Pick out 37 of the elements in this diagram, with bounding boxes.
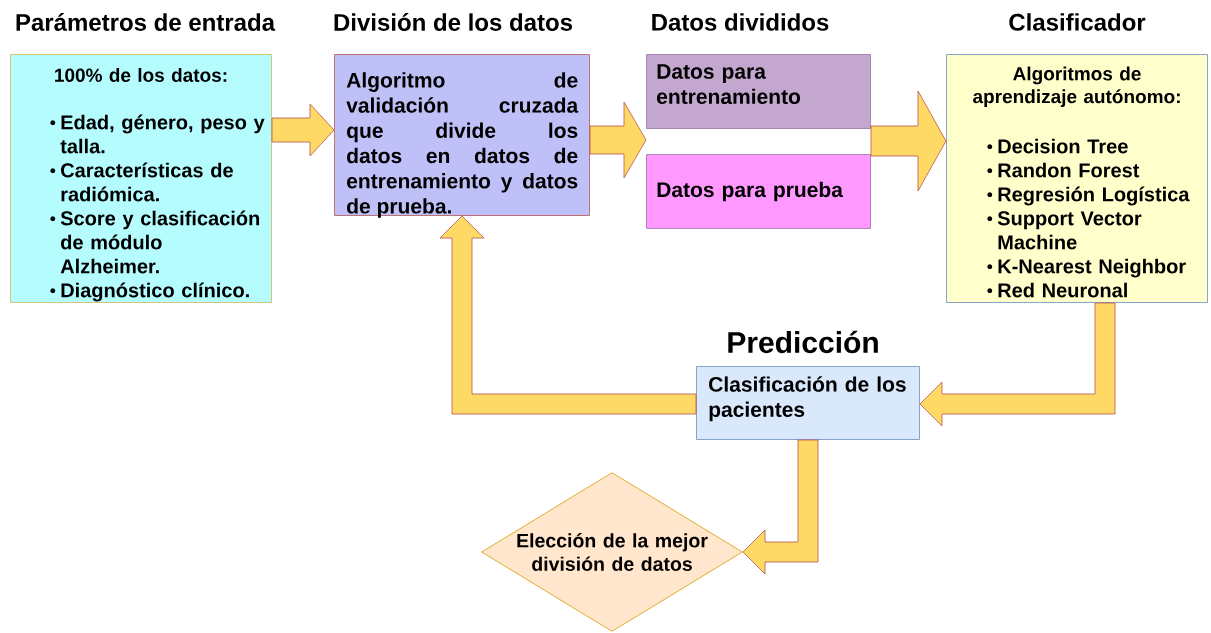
box-text: Datos para entrenamiento (657, 64, 801, 105)
heading: Clasificador (1009, 13, 1146, 31)
subheading: Algoritmos de aprendizaje autónomo: (973, 66, 1180, 108)
heading: Predicción (728, 330, 878, 354)
node-label: Support Vector Machine (997, 211, 1142, 250)
process-box (696, 366, 920, 440)
decision-diamond (481, 472, 743, 632)
block-arrow (439, 215, 697, 415)
block-arrow (589, 101, 647, 179)
node-label: Características de radiómica. (61, 162, 233, 202)
box-text: Clasificación de los pacientes (709, 376, 906, 422)
block-arrow (271, 103, 335, 157)
process-box (10, 54, 272, 303)
box-text: Datos para prueba (657, 181, 844, 202)
heading: Datos divididos (652, 13, 829, 31)
box-text: Elección de la mejor división de datos (517, 533, 708, 571)
block-arrow (919, 302, 1116, 427)
process-box (646, 54, 871, 129)
bullet-list: Edad, género, peso y talla. Características de radiómica. Score y clasificación de módulo Alzheimer. Diagnóstico clínico. (50, 114, 265, 302)
node-label: Decision Tree (998, 138, 1128, 154)
node-label: K-Nearest Neighbor (998, 258, 1186, 278)
process-box (646, 154, 871, 229)
heading: Parámetros de entrada (16, 13, 276, 31)
node-label: Diagnóstico clínico. (61, 282, 249, 302)
block-arrow (742, 439, 819, 575)
node-label: Red Neuronal (998, 282, 1127, 298)
bullet-list: Decision Tree Randon Forest Regresión Logística Support Vector Machine K-Nearest Neighbor Red Neuronal (987, 138, 1190, 298)
node-label: Edad, género, peso y talla. (60, 114, 265, 154)
subheading: 100% de los datos: (55, 68, 227, 82)
node-label: Score y clasificación de módulo Alzheimer. (60, 210, 260, 274)
process-box (334, 54, 590, 216)
node-label: Randon Forest (998, 162, 1140, 178)
process-box (946, 54, 1208, 303)
block-arrow (870, 90, 947, 192)
box-text: Algoritmo de validación cruzada que divide los datos en datos de entrenamiento y datos de prueba. (346, 72, 579, 218)
node-label: Regresión Logística (998, 186, 1190, 206)
heading: División de los datos (334, 13, 573, 31)
